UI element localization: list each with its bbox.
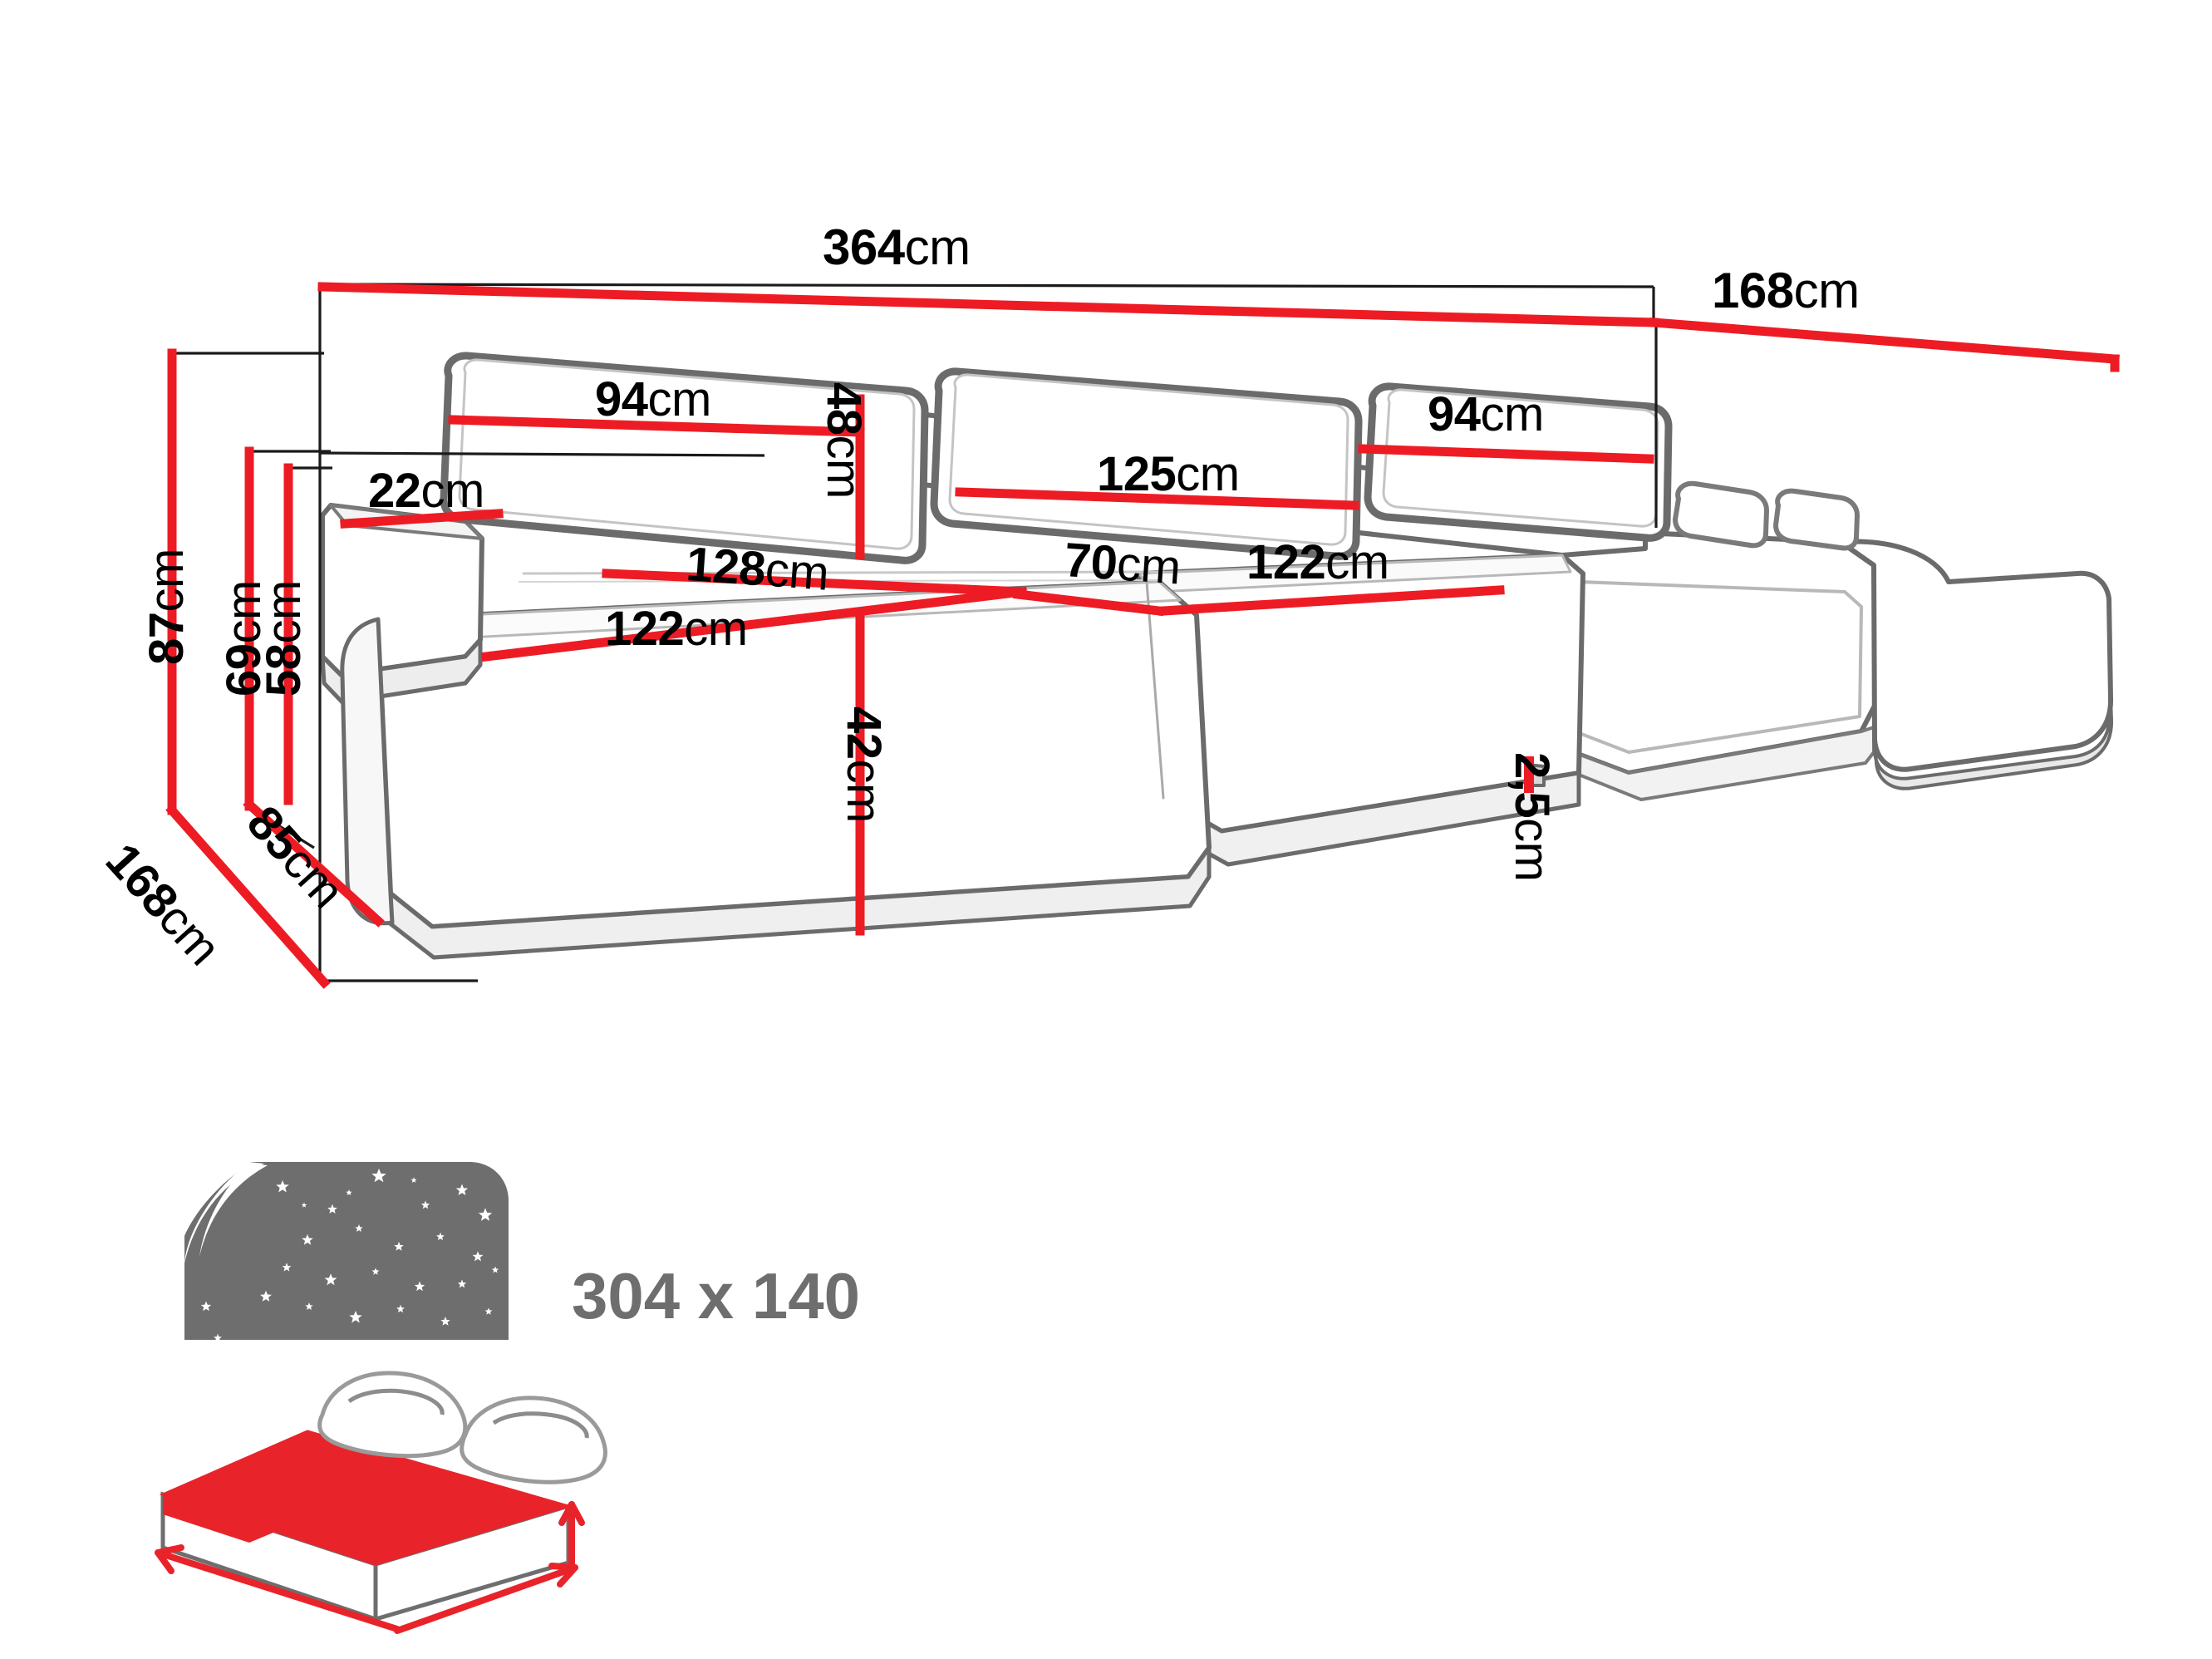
dimline-128 (602, 569, 1027, 597)
dimension-label-backrest-left: 94cm (595, 372, 711, 426)
dimension-label-total-width: 364cm (823, 219, 971, 275)
dimline-125 (955, 487, 1359, 510)
dimension-label-total-height: 87cm (140, 549, 194, 665)
dimension-label-backrest-height: 48cm (817, 382, 871, 499)
dimline-364 (317, 282, 1659, 327)
dimension-label-armrest-height: 58cm (257, 580, 311, 697)
dimension-label-armrest-width: 22cm (368, 464, 484, 518)
sleeping-area-label: 304 x 140 (572, 1259, 861, 1332)
dimension-label-seat-width-center: 70cm (1062, 533, 1182, 595)
dimension-lines (165, 282, 2120, 989)
dimension-label-seat-depth-left: 128cm (684, 537, 831, 601)
dimline-168-right (1649, 318, 2120, 364)
dimline-122-right (1158, 585, 1505, 616)
dimension-label-backrest-right: 94cm (1428, 387, 1544, 441)
dimension-label-seat-height: 42cm (837, 706, 891, 823)
dimline-94-left (448, 415, 865, 437)
sofa-illustration (320, 352, 2114, 960)
dimline-70 (1012, 588, 1165, 617)
dimension-label-seat-width-right: 122cm (1246, 535, 1389, 589)
dimension-label-depth-right: 168cm (1712, 263, 1860, 318)
dimline-22 (340, 509, 504, 529)
dimline-122-left (480, 586, 1028, 662)
sofa-bed-icon (155, 1162, 607, 1634)
dimline-85 (243, 798, 385, 928)
dimension-label-seat-width-left: 122cm (605, 602, 748, 656)
dimline-94-right (1358, 444, 1654, 464)
dimline-168-left (165, 804, 331, 989)
dimension-label-leg-height: 2,5cm (1505, 752, 1559, 882)
dimension-label-backrest-center: 125cm (1097, 447, 1240, 501)
